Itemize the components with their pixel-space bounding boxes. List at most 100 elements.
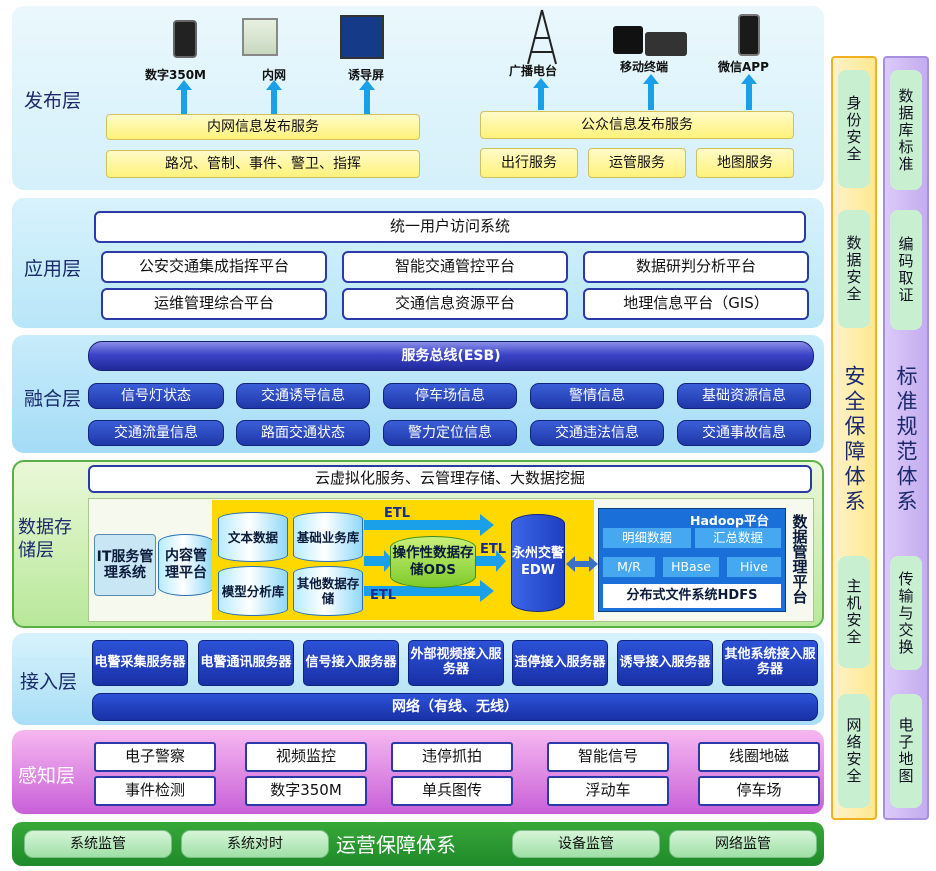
arrow-up-guidance [359,80,375,114]
hadoop-detail-data: 明细数据 [603,528,691,548]
public-item-transport: 运管服务 [588,148,686,178]
fusion-item-police-location: 警力定位信息 [383,420,517,446]
standards-item-transfer: 传输与交换 [890,556,922,670]
standards-item-encoding: 编码取证 [890,210,922,330]
platform-resources: 交通信息资源平台 [342,288,568,320]
arrow-up-wechat [741,74,757,110]
app-layer-title: 应用层 [24,258,82,280]
db-model-analysis: 模型分析库 [218,566,288,616]
network-bar: 网络（有线、无线） [92,693,818,721]
public-item-travel: 出行服务 [480,148,578,178]
security-item-data: 数据安全 [838,210,870,328]
etl-label-bottom: ETL [370,588,397,603]
sense-layer-title: 感知层 [18,765,76,787]
bidirectional-arrow [566,556,598,572]
server-epolice-collect: 电警采集服务器 [92,640,188,686]
guidance-screen-icon [340,15,384,59]
server-epolice-comm: 电警通讯服务器 [198,640,294,686]
etl-arrows [364,514,506,602]
db-other-storage: 其他数据存储 [293,566,363,616]
fusion-item-signal: 信号灯状态 [88,383,224,409]
hadoop-hive: Hive [727,557,781,577]
platform-analysis: 数据研判分析平台 [583,251,809,283]
fusion-item-guidance: 交通诱导信息 [236,383,370,409]
fusion-item-parking: 停车场信息 [383,383,517,409]
public-item-map: 地图服务 [696,148,794,178]
sense-item-coil: 线圈地磁 [698,742,820,772]
fusion-item-alert: 警情信息 [530,383,664,409]
ops-layer-title: 运营保障体系 [336,833,456,857]
platform-gis: 地理信息平台（GIS） [583,288,809,320]
fusion-item-base-resource: 基础资源信息 [677,383,811,409]
standards-item-database: 数据库标准 [890,70,922,190]
hadoop-summary-data: 汇总数据 [695,528,781,548]
etl-label-middle: ETL [480,542,507,557]
security-item-host: 主机安全 [838,556,870,668]
publish-layer-title: 发布层 [24,90,82,112]
platform-command: 公安交通集成指挥平台 [101,251,327,283]
sense-item-350m: 数字350M [245,776,367,806]
intranet-publish-service: 内网信息发布服务 [106,114,420,140]
it-service-system: IT服务管理系统 [94,534,156,596]
arrow-up-intranet [266,80,282,114]
ops-item-device-monitor: 设备监管 [512,830,660,858]
arrow-up-radio [533,78,549,110]
unified-access-system: 统一用户访问系统 [94,211,806,243]
radio-tower-icon [527,9,557,65]
edw-storage: 永州交警EDW [511,514,565,612]
sense-item-parking-lot: 停车场 [698,776,820,806]
terminal-label-350m: 数字350M [145,68,206,82]
hadoop-hbase: HBase [663,557,719,577]
ops-item-system-monitor: 系统监管 [24,830,172,858]
cloud-services: 云虚拟化服务、云管理存储、大数据挖掘 [88,465,812,493]
fusion-item-violation: 交通违法信息 [530,420,664,446]
sense-item-video: 视频监控 [245,742,367,772]
sense-item-floating-car: 浮动车 [547,776,669,806]
server-other-systems: 其他系统接入服务器 [722,640,818,686]
monitor-icon [242,18,278,56]
tablet-icon [613,26,643,54]
fusion-item-flow: 交通流量信息 [88,420,224,446]
storage-layer-title: 数据存储层 [18,517,72,561]
content-platform-cylinder: 内容管理平台 [158,534,214,596]
ops-item-network-monitor: 网络监管 [669,830,817,858]
data-management-platform: 数据管理平台 [790,514,809,604]
fusion-item-road-state: 路面交通状态 [236,420,370,446]
tablet-icon-2 [645,32,687,56]
hadoop-title: Hadoop平台 [690,513,769,528]
ods-storage: 操作性数据存储ODS [390,536,476,588]
smartphone-icon [738,14,760,56]
sense-item-smart-signal: 智能信号 [547,742,669,772]
platform-control: 智能交通管控平台 [342,251,568,283]
terminal-label-mobile: 移动终端 [620,60,669,74]
standards-title: 标准规范体系 [894,365,918,515]
hadoop-mr: M/R [603,557,655,577]
phone-icon [173,20,197,58]
terminal-label-radio: 广播电台 [509,64,558,78]
server-parking-violation: 违停接入服务器 [512,640,608,686]
hadoop-hdfs: 分布式文件系统HDFS [603,584,781,608]
db-text-data: 文本数据 [218,512,288,562]
platform-ops: 运维管理综合平台 [101,288,327,320]
security-item-network: 网络安全 [838,694,870,808]
security-title: 安全保障体系 [842,365,866,515]
sense-item-event-detect: 事件检测 [94,776,216,806]
sense-item-single-soldier: 单兵图传 [391,776,513,806]
server-signal: 信号接入服务器 [303,640,399,686]
server-guidance: 诱导接入服务器 [617,640,713,686]
esb-bus: 服务总线(ESB) [88,341,814,371]
terminal-label-guidance: 诱导屏 [348,68,385,82]
fusion-layer-title: 融合层 [24,388,82,410]
access-layer-title: 接入层 [20,671,78,693]
security-item-identity: 身份安全 [838,70,870,188]
sense-item-parking-capture: 违停抓拍 [391,742,513,772]
terminal-label-intranet: 内网 [262,68,287,82]
terminal-label-wechat: 微信APP [718,60,769,74]
arrow-up-mobile [643,74,659,110]
arrow-up-350m [176,80,192,114]
server-external-video: 外部视频接入服务器 [408,640,504,686]
etl-label-top: ETL [384,506,411,521]
db-base-business: 基础业务库 [293,512,363,562]
fusion-item-accident: 交通事故信息 [677,420,811,446]
standards-item-emap: 电子地图 [890,694,922,808]
